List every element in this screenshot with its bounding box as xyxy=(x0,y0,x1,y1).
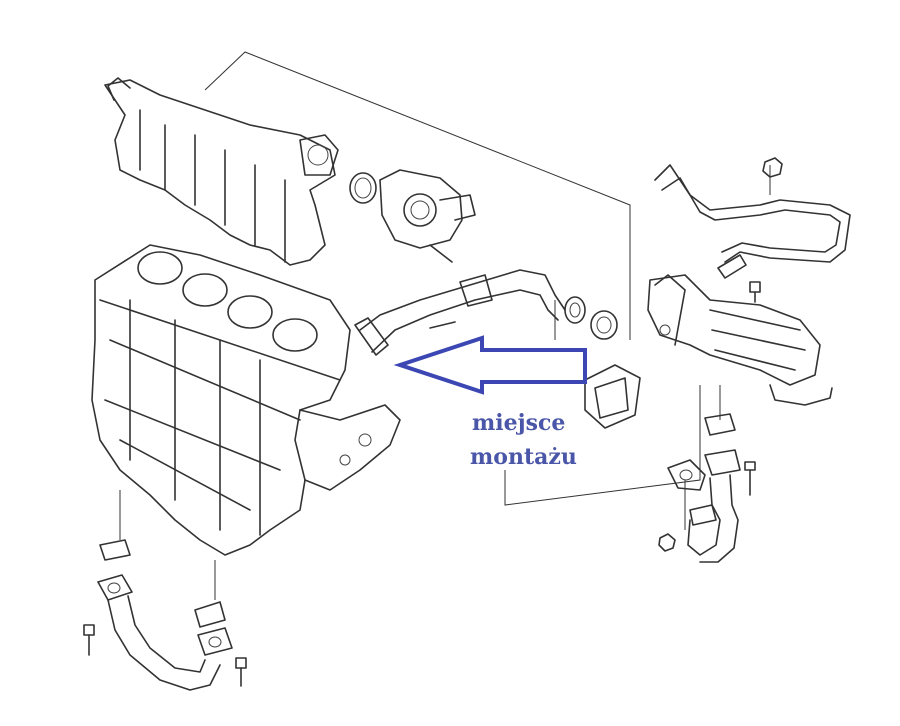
annotation-line-1: miejsce xyxy=(472,410,566,436)
bolt xyxy=(235,657,247,687)
exhaust-pipe xyxy=(97,539,233,691)
cooler-outlet-pipe xyxy=(667,413,756,563)
egr-pipe xyxy=(354,269,566,356)
annotation-line-2: montażu xyxy=(470,444,577,470)
engine-block xyxy=(91,244,401,556)
throttle-body xyxy=(379,169,476,263)
gasket-ring xyxy=(349,172,377,204)
egr-cooler xyxy=(647,274,833,406)
bolt xyxy=(749,281,761,303)
bolt xyxy=(83,624,95,656)
leader-lines xyxy=(119,51,771,600)
nut xyxy=(762,157,783,178)
vacuum-hose xyxy=(654,164,851,279)
location-arrow xyxy=(393,335,587,395)
nut xyxy=(658,533,676,552)
pipe-flange-gasket xyxy=(564,296,618,340)
mounting-bracket xyxy=(584,364,641,429)
intake-manifold xyxy=(104,77,339,266)
